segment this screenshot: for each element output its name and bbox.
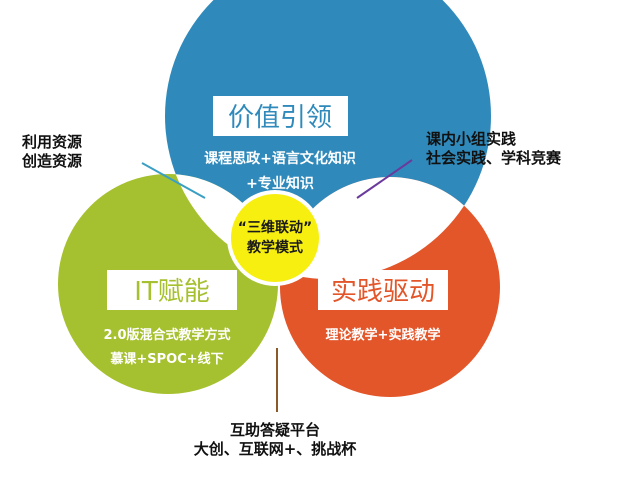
left-line-1: 2.0版混合式教学方式 [103, 327, 230, 343]
callout-top-right: 课内小组实践 社会实践、学科竞赛 [426, 130, 561, 168]
callout-bottom-line-1: 互助答疑平台 [229, 421, 320, 439]
left-title-box [107, 270, 237, 310]
callout-bottom: 互助答疑平台 大创、互联网+、挑战杯 [150, 421, 400, 459]
callout-bottom-line-2: 大创、互联网+、挑战杯 [193, 440, 357, 459]
callout-top-right-line-2: 社会实践、学科竞赛 [426, 149, 562, 168]
top-line-1: 课程思政+语言文化知识 [204, 150, 356, 167]
center-circle [227, 190, 323, 286]
right-line-1: 理论教学+实践教学 [326, 327, 441, 343]
connector-top-right [356, 159, 413, 199]
center-line-1: “三维联动” [238, 219, 312, 236]
right-title-box [318, 270, 448, 310]
callout-top-left-line-1: 利用资源 [22, 133, 83, 151]
left-title: IT赋能 [134, 277, 210, 307]
connector-top-left [141, 162, 206, 199]
center-line-2: 教学模式 [247, 239, 303, 256]
top-line-2: +专业知识 [246, 175, 314, 192]
left-line-2: 慕课+SPOC+线下 [109, 351, 223, 367]
callout-top-left: 利用资源 创造资源 [22, 133, 82, 171]
top-title: 价值引领 [228, 103, 332, 133]
callout-top-right-line-1: 课内小组实践 [426, 130, 517, 148]
right-title: 实践驱动 [331, 277, 435, 307]
callout-top-left-line-2: 创造资源 [22, 152, 83, 171]
top-title-box [213, 96, 348, 136]
overlap-top-right [280, 177, 491, 279]
